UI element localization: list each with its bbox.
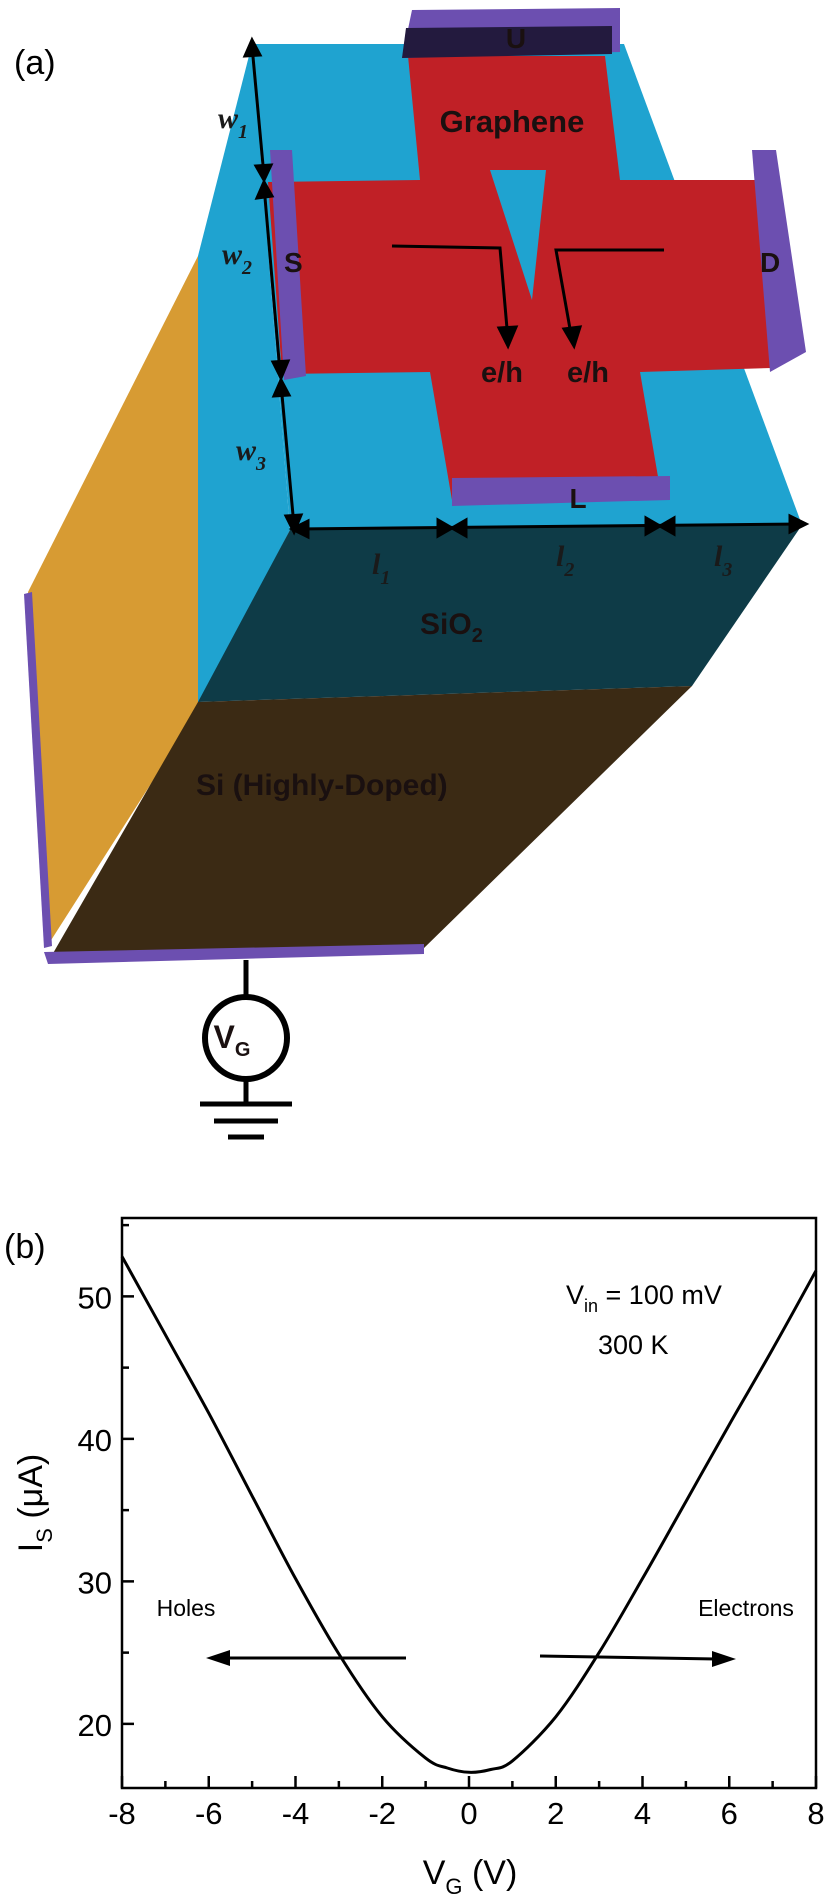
x-axis-ticks: -8 -6 -4 -2 0 2 4 6 8 [108, 1776, 825, 1831]
carrier-right-label: e/h [567, 357, 609, 389]
vin-annotation: Vin = 100 mV [566, 1280, 722, 1316]
carrier-arrows [391, 244, 664, 350]
dim-l3-label: l3 [714, 540, 732, 581]
temperature-annotation: 300 K [598, 1330, 669, 1360]
y-tick-label: 50 [78, 1280, 112, 1315]
x-tick-label: -8 [108, 1796, 136, 1831]
oxide-layer-label: SiO2 [420, 608, 483, 647]
x-tick-label: 0 [460, 1796, 477, 1831]
current-curve [120, 1255, 818, 1774]
x-tick-label: 4 [634, 1796, 651, 1831]
oxide-front-face [198, 525, 802, 702]
holes-arrow [206, 1650, 406, 1666]
x-tick-label: 8 [807, 1796, 824, 1831]
panel-b-label: (b) [4, 1228, 46, 1266]
dim-w1-label: w1 [218, 102, 248, 143]
voltage-source-label: VG [214, 1019, 251, 1061]
electrons-label: Electrons [698, 1595, 794, 1621]
dim-w3-label: w3 [236, 434, 266, 475]
terminal-l-label: L [569, 483, 586, 514]
y-tick-label: 40 [78, 1423, 112, 1458]
oxide-side-face [198, 44, 290, 706]
contact-right [752, 150, 806, 372]
x-tick-label: -6 [195, 1796, 223, 1831]
x-axis-title: VG (V) [423, 1854, 518, 1899]
contact-bottom [452, 476, 670, 506]
silicon-front-face [48, 686, 692, 962]
graphene-notch [490, 170, 546, 300]
carrier-left-label: e/h [481, 357, 523, 389]
back-contact-bottom [44, 944, 424, 964]
holes-label: Holes [157, 1595, 216, 1621]
device-schematic: (a) U Graphene S D e/h e/h L w1 w2 w3 l1… [14, 8, 810, 1140]
y-axis-title: IS (μA) [12, 1454, 57, 1553]
dim-l2-label: l2 [556, 540, 574, 581]
substrate-side-face [28, 256, 198, 945]
silicon-layer-label: Si (Highly-Doped) [196, 769, 448, 802]
y-tick-label: 30 [78, 1565, 112, 1600]
contact-top-dark [402, 26, 612, 58]
terminal-d-label: D [760, 247, 780, 278]
y-tick-label: 20 [78, 1708, 112, 1743]
dim-w2-label: w2 [222, 238, 252, 279]
y-axis-ticks: 20 30 40 50 [78, 1223, 134, 1743]
x-tick-label: -4 [282, 1796, 310, 1831]
terminal-u-label: U [506, 23, 526, 54]
back-contact-side [24, 592, 52, 948]
panel-a-label: (a) [14, 44, 56, 82]
x-tick-label: -2 [368, 1796, 396, 1831]
dimension-arrows [242, 36, 810, 540]
dim-l1-label: l1 [372, 548, 390, 589]
graphene-layer [268, 56, 775, 500]
graphene-label: Graphene [440, 104, 585, 139]
terminal-s-label: S [284, 247, 303, 278]
gate-voltage-source: VG [200, 960, 292, 1140]
contact-left [270, 150, 306, 380]
x-tick-label: 2 [547, 1796, 564, 1831]
x-tick-label: 6 [721, 1796, 738, 1831]
electrons-arrow [539, 1651, 736, 1667]
